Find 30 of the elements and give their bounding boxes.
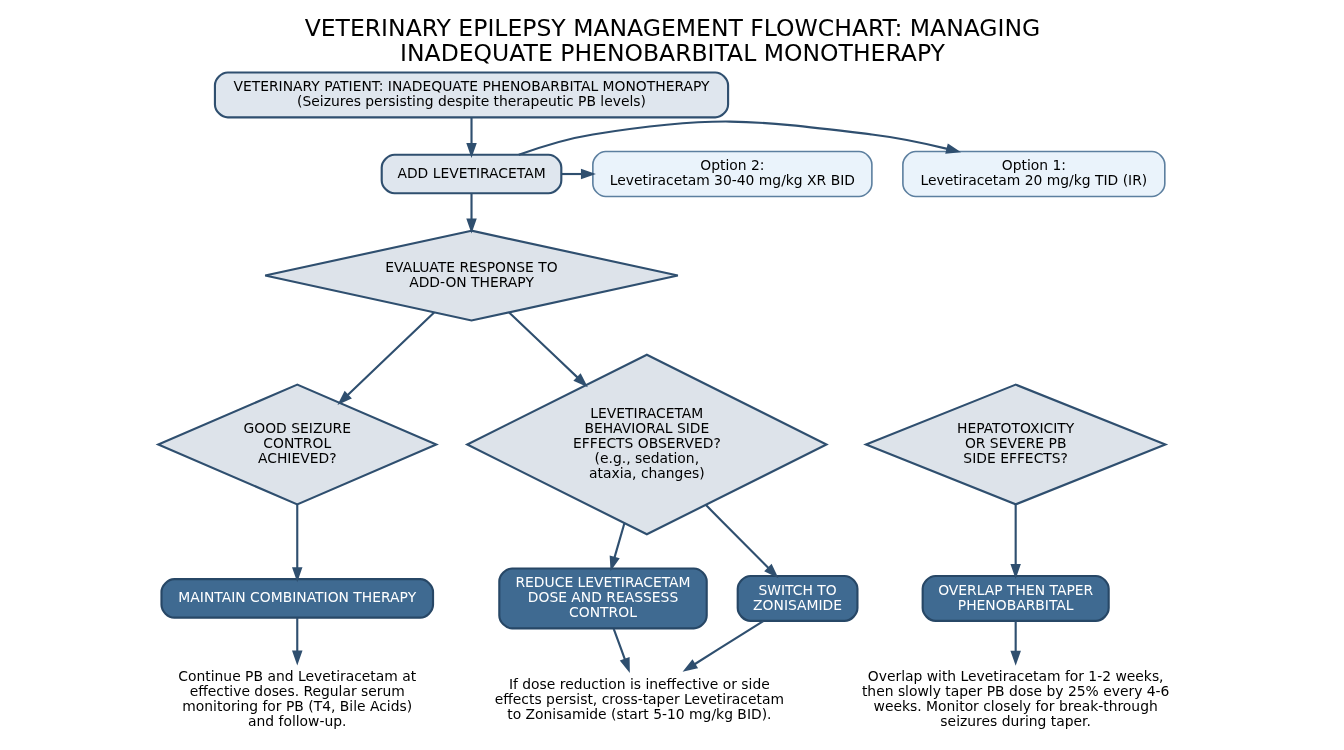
node-diamond: HEPATOTOXICITY OR SEVERE PB SIDE EFFECTS? [862,383,1168,506]
arrow [465,193,477,234]
node-box: VETERINARY PATIENT: INADEQUATE PHENOBARBITAL MONOTHERAPY (Seizures persisting despite therapeutic PB levels) [213,71,729,119]
arrow [561,168,596,180]
node-text: Overlap with Levetiracetam for 1-2 weeks, then slowly taper PB dose by 25% every 4-6 weeks. Monitor closely for break-through seizures during taper. [861,668,1169,730]
arrow [609,522,625,572]
node-box: ADD LEVETIRACETAM [380,153,562,195]
node-text: If dose reduction is ineffective or side effects persist, cross-taper Levetiracetam to Zonisamide (start 5-10 mg/kg BID). [494,675,784,722]
node-diamond: LEVETIRACETAM BEHAVIORAL SIDE EFFECTS OBSERVED? (e.g., sedation, ataxia, changes) [464,353,829,536]
node-box: Option 1: Levetiracetam 20 mg/kg TID (IR) [901,150,1166,198]
node-text: Continue PB and Levetiracetam at effective doses. Regular serum monitoring for PB (T4, Bile Acids) and follow-up. [177,668,416,730]
node-diamond: EVALUATE RESPONSE TO ADD-ON THERAPY [263,229,679,322]
arrow [682,620,764,672]
node-box: MAINTAIN COMBINATION THERAPY [159,578,434,619]
node-box: OVERLAP THEN TAPER PHENOBARBITAL [921,574,1110,622]
arrow [336,311,435,405]
arrow [517,120,961,156]
node-box: Option 2: Levetiracetam 30-40 mg/kg XR BID [591,150,873,198]
arrow [1009,504,1021,579]
arrow [465,117,477,158]
node-box: REDUCE LEVETIRACETAM DOSE AND REASSESS CONTROL [497,567,708,630]
node-box: SWITCH TO ZONISAMIDE [736,574,859,622]
arrow [507,311,588,388]
diagram-title: VETERINARY EPILEPSY MANAGEMENT FLOWCHART: MANAGING INADEQUATE PHENOBARBITAL MONOTHERAPY [304,13,1040,68]
node-diamond: GOOD SEIZURE CONTROL ACHIEVED? [155,383,439,506]
arrow [1009,621,1021,666]
arrow [291,617,302,666]
arrow [612,628,630,673]
arrow [704,504,778,579]
arrow [291,504,302,583]
